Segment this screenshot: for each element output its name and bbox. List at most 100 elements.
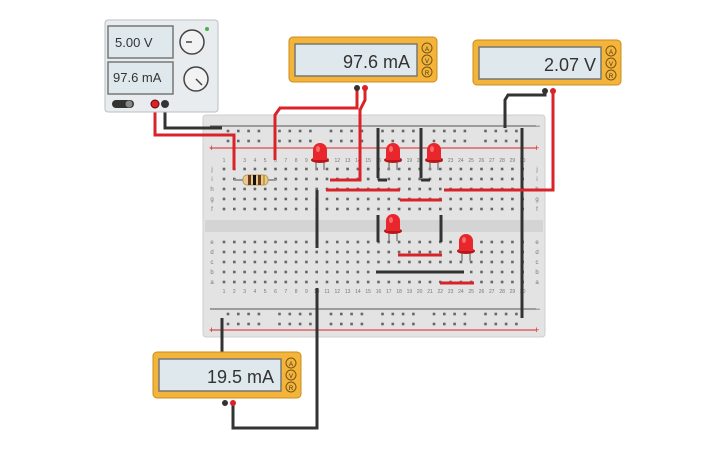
column-number: 19 (407, 158, 413, 164)
hole (226, 129, 230, 133)
hole (274, 197, 277, 201)
led[interactable] (384, 143, 402, 170)
hole (346, 167, 349, 171)
hole (305, 167, 308, 171)
hole (253, 280, 257, 284)
hole (515, 312, 518, 316)
hole (274, 167, 277, 171)
column-number: 14 (355, 289, 361, 295)
hole (329, 322, 333, 326)
hole (500, 270, 504, 274)
hole (222, 270, 226, 274)
hole (432, 312, 436, 316)
hole (500, 240, 504, 244)
hole (350, 139, 353, 143)
hole (387, 240, 391, 244)
hole (329, 139, 333, 143)
hole (278, 312, 281, 316)
power-supply[interactable]: 5.00 V 97.6 mA (104, 19, 219, 113)
hole (325, 280, 329, 284)
hole (336, 167, 339, 171)
hole (305, 260, 308, 264)
hole (233, 270, 236, 274)
hole (484, 312, 487, 316)
hole (263, 187, 267, 191)
breadboard[interactable]: 1234567891011121314151617181920212223242… (202, 114, 546, 338)
hole (443, 322, 446, 326)
hole (294, 207, 298, 211)
hole (381, 312, 384, 316)
hole (387, 177, 391, 181)
hole (490, 270, 494, 274)
multimeter-ammeter-bottom[interactable]: 19.5 mA A V R (152, 351, 302, 406)
hole (408, 177, 411, 181)
hole (222, 260, 226, 264)
row-letter: a (210, 280, 214, 286)
hole (263, 280, 267, 284)
hole (459, 167, 463, 171)
hole (511, 250, 514, 254)
breadboard-wires[interactable] (232, 128, 524, 318)
led[interactable] (425, 143, 443, 170)
hole (222, 250, 226, 254)
multimeter-voltmeter-right[interactable]: 2.07 V A V R (472, 39, 622, 94)
hole (469, 177, 473, 181)
hole (243, 280, 246, 284)
column-number: 29 (510, 289, 516, 295)
hole (443, 129, 446, 133)
hole (309, 322, 312, 326)
svg-text:A: A (289, 362, 293, 368)
row-letter: i (211, 177, 212, 183)
hole (253, 260, 257, 264)
hole (391, 129, 395, 133)
hole (243, 167, 246, 171)
hole (449, 240, 452, 244)
hole (490, 260, 494, 264)
column-number: 15 (365, 289, 371, 295)
hole (443, 139, 446, 143)
hole (325, 250, 329, 254)
hole (511, 270, 514, 274)
hole (408, 187, 411, 191)
hole (350, 129, 353, 133)
hole (480, 260, 483, 264)
hole (350, 322, 353, 326)
column-number: 4 (254, 158, 257, 164)
hole (243, 187, 246, 191)
hole (453, 139, 456, 143)
resistor[interactable] (234, 174, 276, 186)
hole (391, 312, 395, 316)
led[interactable] (457, 234, 475, 261)
column-number: 28 (499, 158, 505, 164)
hole (284, 167, 288, 171)
column-number: 18 (396, 289, 402, 295)
led[interactable] (311, 143, 329, 170)
hole (377, 280, 380, 284)
rail-minus-label-bottom: − (210, 304, 215, 314)
hole (247, 312, 250, 316)
hole (480, 250, 483, 254)
row-letter: e (535, 240, 539, 246)
hole (484, 139, 487, 143)
hole (305, 250, 308, 254)
hole (418, 207, 421, 211)
hole (233, 197, 236, 201)
hole (305, 270, 308, 274)
column-number: 12 (335, 289, 341, 295)
multimeter-ammeter-top[interactable]: 97.6 mA A V R (288, 36, 438, 91)
hole (309, 129, 312, 133)
ammeter-top-reading: 97.6 mA (343, 52, 410, 72)
hole (263, 260, 267, 264)
leds[interactable] (311, 143, 475, 261)
hole (418, 250, 421, 254)
hole (315, 187, 318, 191)
hole (397, 197, 401, 201)
hole (294, 197, 298, 201)
row-letter: j (535, 167, 537, 173)
hole (340, 322, 343, 326)
hole (500, 260, 504, 264)
hole (418, 280, 421, 284)
led[interactable] (384, 214, 402, 241)
hole (257, 129, 261, 133)
